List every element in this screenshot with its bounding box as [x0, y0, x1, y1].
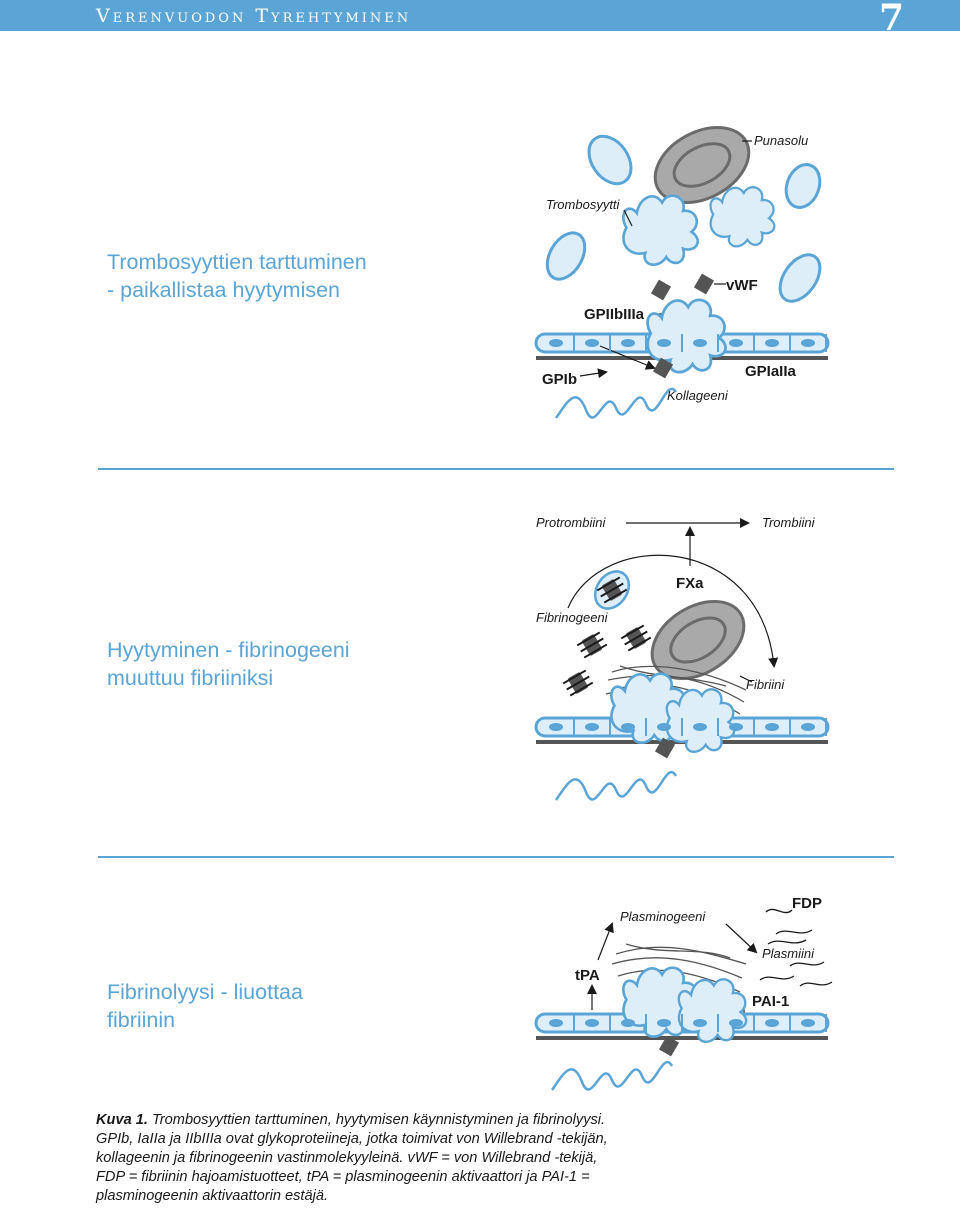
- caption-line: FDP = fibriinin hajoamistuotteet, tPA = …: [96, 1169, 590, 1185]
- platelet-disc: [778, 253, 822, 303]
- activated-platelet: [709, 186, 776, 248]
- chapter-title: Verenvuodon Tyrehtyminen: [96, 5, 412, 27]
- cell-nucleus: [621, 1019, 635, 1027]
- section-title-line: Hyytyminen - fibrinogeeni: [107, 638, 350, 662]
- vwf-molecule: [693, 273, 715, 295]
- label-plasmiini: Plasmiini: [762, 946, 815, 961]
- section-divider: [98, 468, 894, 470]
- figure-caption: Kuva 1. Trombosyyttien tarttuminen, hyyt…: [96, 1111, 716, 1206]
- header-bar: [0, 0, 960, 31]
- cell-nucleus: [549, 1019, 563, 1027]
- label-plasminogeeni: Plasminogeeni: [620, 909, 706, 924]
- section-title-line: fibriinin: [107, 1008, 176, 1032]
- label-gpiibiiia: GPIIbIIIa: [584, 306, 645, 323]
- cell-nucleus: [729, 339, 743, 347]
- cell-nucleus: [657, 339, 671, 347]
- fibrinogen-molecule: [620, 624, 652, 652]
- cell-nucleus: [801, 1019, 815, 1027]
- label-kollageeni: Kollageeni: [667, 388, 729, 403]
- activated-platelet: [621, 194, 700, 267]
- cell-nucleus: [765, 339, 779, 347]
- caption-line: plasminogeenin aktivaattorin estäjä.: [96, 1188, 329, 1204]
- cell-nucleus: [693, 1019, 707, 1027]
- cell-nucleus: [693, 723, 707, 731]
- label-trombosyytti: Trombosyytti: [546, 197, 621, 212]
- collagen-fiber: [550, 1061, 674, 1091]
- cell-nucleus: [549, 723, 563, 731]
- page-number: 7: [878, 0, 904, 39]
- section-title-adhesion: Trombosyyttien tarttuminen - paikallista…: [107, 248, 467, 304]
- cell-nucleus: [729, 723, 743, 731]
- vwf-molecule: [650, 279, 672, 301]
- label-fibrinogeeni: Fibrinogeeni: [536, 610, 609, 625]
- section-title-line: Fibrinolyysi - liuottaa: [107, 980, 303, 1004]
- collagen-fiber: [554, 771, 678, 801]
- caption-line: GPIb, IaIIa ja IIbIIIa ovat glykoproteii…: [96, 1131, 608, 1147]
- vwf-molecule: [654, 737, 676, 759]
- cell-nucleus: [657, 1019, 671, 1027]
- section-title-line: - paikallistaa hyytymisen: [107, 278, 341, 302]
- cell-nucleus: [801, 723, 815, 731]
- endothelium-nuclei: [549, 334, 827, 1032]
- label-trombiini: Trombiini: [762, 515, 816, 530]
- cell-nucleus: [549, 339, 563, 347]
- label-vwf: vWF: [726, 277, 758, 294]
- caption-line: Kuva 1. Trombosyyttien tarttuminen, hyyt…: [96, 1111, 716, 1130]
- fibrin-fragments: [759, 908, 833, 987]
- platelet-disc: [784, 163, 822, 209]
- section-title-line: muuttuu fibriiniksi: [107, 666, 274, 690]
- vwf-molecule: [652, 357, 674, 379]
- label-pai1: PAI-1: [752, 993, 789, 1010]
- label-punasolu: Punasolu: [754, 133, 808, 148]
- label-fdp: FDP: [792, 895, 822, 912]
- thrombin-path: [567, 554, 779, 668]
- coagulation-diagram: Protrombiini Trombiini FXa Fibrinogeeni …: [534, 515, 830, 801]
- platelet-disc: [587, 134, 633, 186]
- section-title-coagulation: Hyytyminen - fibrinogeeni muuttuu fibrii…: [107, 636, 467, 692]
- section-title-fibrinolysis: Fibrinolyysi - liuottaa fibriinin: [107, 978, 467, 1034]
- cell-nucleus: [621, 723, 635, 731]
- label-tpa: tPA: [575, 967, 600, 984]
- fibrinolysis-diagram: Plasminogeeni FDP Plasmiini tPA PAI-1: [534, 895, 833, 1091]
- cell-nucleus: [657, 723, 671, 731]
- collagen-fiber: [554, 387, 678, 419]
- label-gpiaiia: GPIaIIa: [745, 363, 797, 380]
- cell-nucleus: [801, 339, 815, 347]
- cell-nucleus: [693, 339, 707, 347]
- label-fibriini: Fibriini: [746, 677, 785, 692]
- cell-nucleus: [765, 1019, 779, 1027]
- caption-line: kollageenin ja fibrinogeenin vastinmolek…: [96, 1150, 598, 1166]
- adhesion-diagram: Punasolu Trombosyytti vWF GPIIbIIIa GPIb…: [534, 110, 830, 419]
- cell-nucleus: [585, 339, 599, 347]
- cell-nucleus: [765, 723, 779, 731]
- vwf-molecule: [658, 1035, 680, 1057]
- section-title-line: Trombosyyttien tarttuminen: [107, 250, 367, 274]
- cell-nucleus: [585, 1019, 599, 1027]
- fibrinogen-molecule: [562, 669, 594, 697]
- cell-nucleus: [729, 1019, 743, 1027]
- label-fxa: FXa: [676, 575, 704, 592]
- label-gpib: GPIb: [542, 371, 577, 388]
- section-divider: [98, 856, 894, 858]
- caption-text: Trombosyyttien tarttuminen, hyytymisen k…: [147, 1112, 606, 1128]
- caption-label: Kuva 1.: [96, 1112, 148, 1128]
- fibrinogen-molecule: [576, 631, 608, 659]
- cell-nucleus: [585, 723, 599, 731]
- platelet-disc: [545, 231, 587, 281]
- cell-nucleus: [621, 339, 635, 347]
- label-protrombiini: Protrombiini: [536, 515, 606, 530]
